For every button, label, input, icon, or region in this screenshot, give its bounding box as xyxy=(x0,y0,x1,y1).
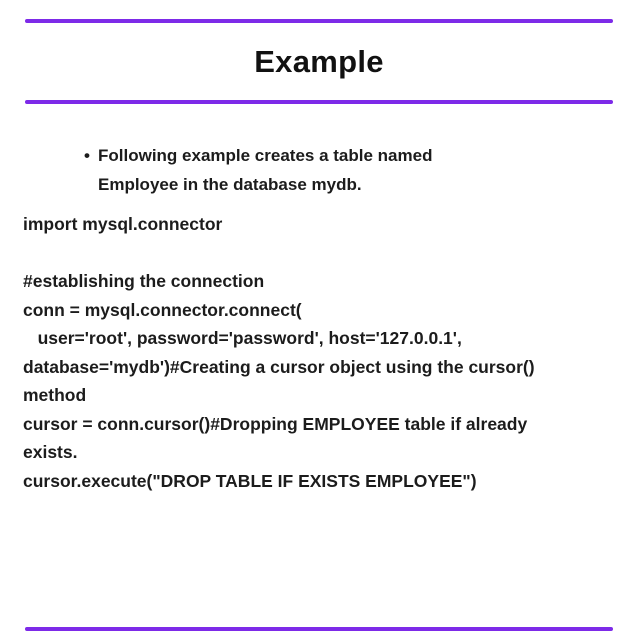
top-divider xyxy=(25,19,613,23)
code-block: import mysql.connector #establishing the… xyxy=(23,210,622,495)
code-line: cursor = conn.cursor()#Dropping EMPLOYEE… xyxy=(23,413,528,434)
code-line: conn = mysql.connector.connect( xyxy=(23,299,302,320)
code-line: exists. xyxy=(23,442,78,462)
code-line: database='mydb')#Creating a cursor objec… xyxy=(23,356,535,377)
bullet-text: Following example creates a table named … xyxy=(98,146,433,194)
code-line: method xyxy=(23,385,87,405)
code-line: import mysql.connector xyxy=(23,214,223,234)
code-line: #establishing the connection xyxy=(23,271,265,291)
code-line xyxy=(23,239,622,268)
bottom-divider xyxy=(25,627,613,631)
code-line: user='root', password='password', host='… xyxy=(23,328,462,348)
title-underline-divider xyxy=(25,100,613,104)
page-title: Example xyxy=(254,44,384,79)
bullet-dot: • xyxy=(84,146,90,165)
code-line: cursor.execute("DROP TABLE IF EXISTS EMP… xyxy=(23,470,477,491)
bullet-item: • Following example creates a table name… xyxy=(84,141,608,199)
